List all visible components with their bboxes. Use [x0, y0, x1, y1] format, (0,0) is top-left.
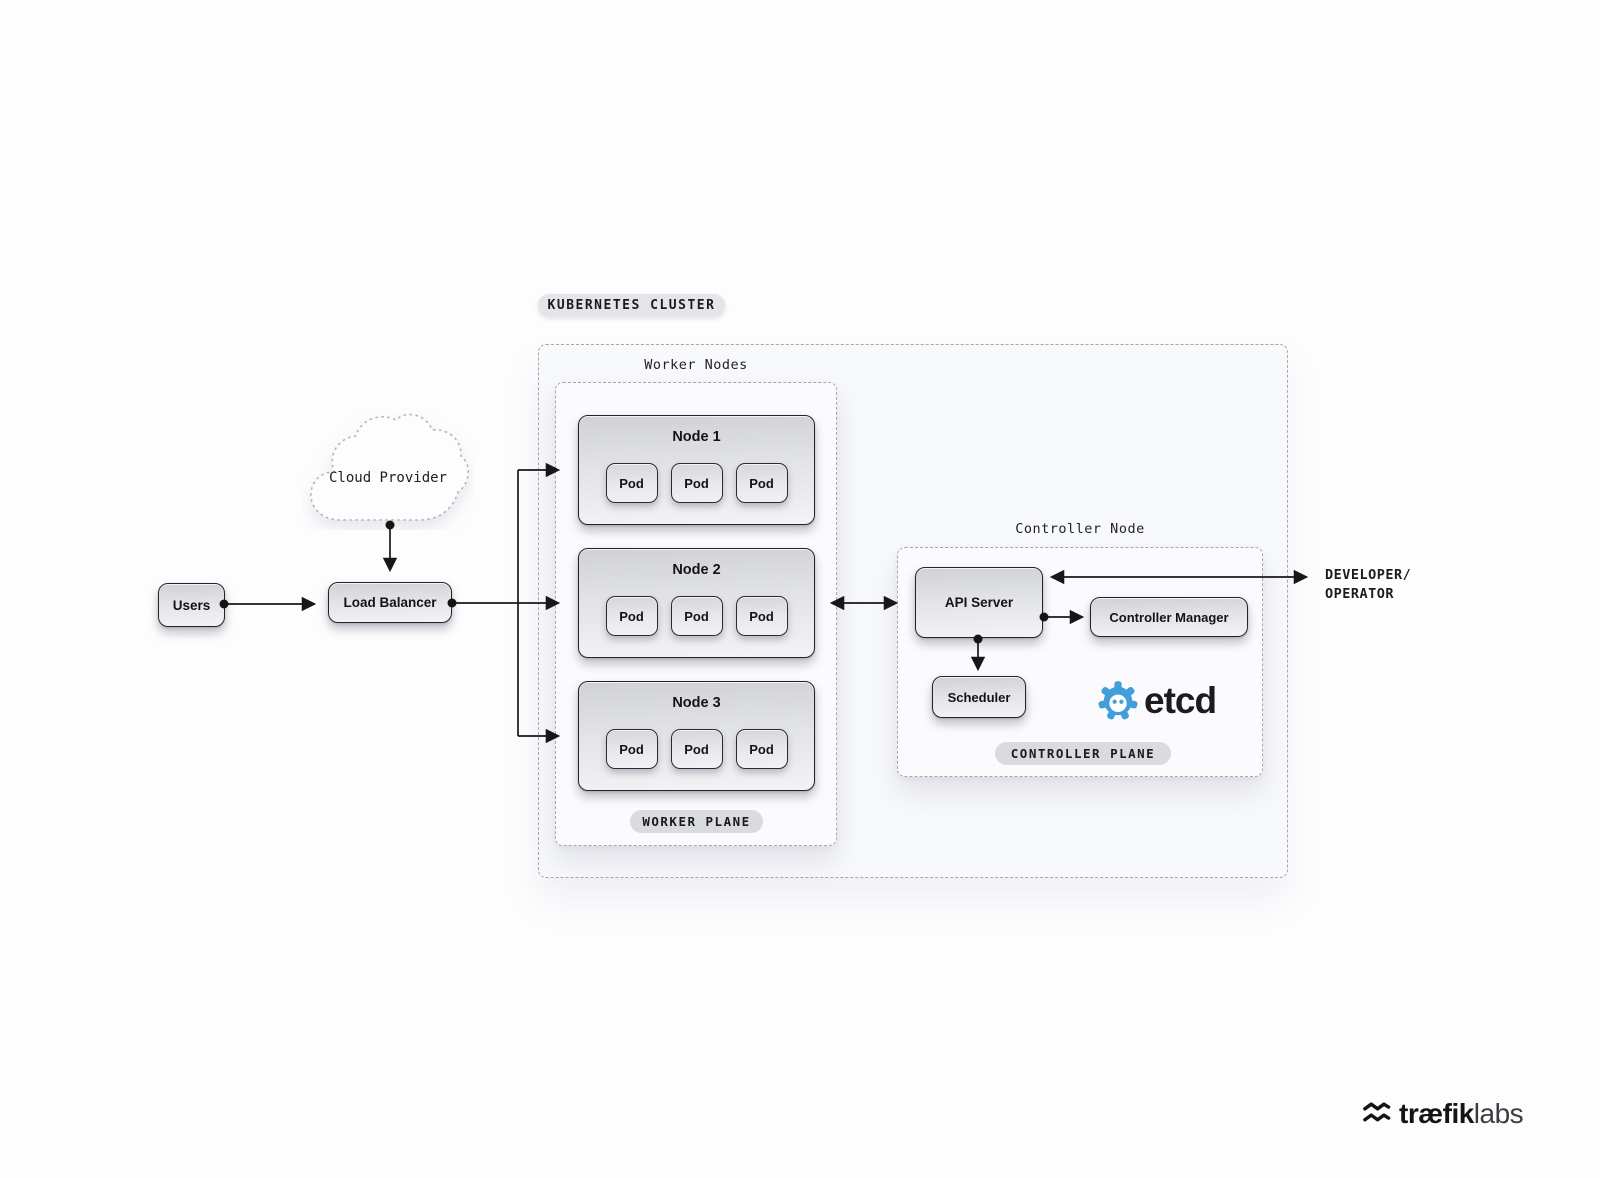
cloud-provider: Cloud Provider: [302, 408, 474, 530]
load-balancer-label: Load Balancer: [343, 595, 437, 610]
brand-name-bold: træfik: [1399, 1098, 1474, 1129]
worker-plane-badge: WORKER PLANE: [630, 810, 763, 833]
api-server-label: API Server: [944, 595, 1014, 610]
cloud-provider-label: Cloud Provider: [328, 470, 447, 486]
brand-name-light: labs: [1473, 1098, 1524, 1129]
developer-operator-label: DEVELOPER/ OPERATOR: [1325, 567, 1412, 602]
node-box-3: Node 3 Pod Pod Pod: [578, 681, 815, 791]
controller-manager-box: Controller Manager: [1090, 597, 1248, 637]
traefiklabs-logo: træfiklabs: [1362, 1098, 1524, 1130]
api-server-box: API Server: [915, 567, 1043, 638]
scheduler-label: Scheduler: [947, 689, 1011, 705]
pod-box: Pod: [670, 596, 723, 636]
etcd-logo: etcd: [1096, 679, 1217, 723]
pod-box: Pod: [605, 463, 658, 503]
pod-box: Pod: [670, 463, 723, 503]
pod-box: Pod: [735, 596, 788, 636]
controller-node-title: Controller Node: [1015, 521, 1145, 537]
load-balancer-box: Load Balancer: [328, 582, 452, 623]
pod-box: Pod: [735, 463, 788, 503]
pod-box: Pod: [670, 729, 723, 769]
pod-box: Pod: [605, 596, 658, 636]
cloud-icon: [310, 413, 469, 521]
node-box-2: Node 2 Pod Pod Pod: [578, 548, 815, 658]
node-1-label: Node 1: [672, 429, 721, 445]
kubernetes-cluster-badge: KUBERNETES CLUSTER: [538, 294, 725, 317]
node-2-label: Node 2: [672, 562, 721, 578]
users-label: Users: [172, 597, 211, 613]
users-box: Users: [158, 583, 225, 627]
node-box-1: Node 1 Pod Pod Pod: [578, 415, 815, 525]
etcd-gear-icon: [1098, 681, 1138, 720]
worker-nodes-title: Worker Nodes: [644, 357, 748, 373]
controller-plane-badge: CONTROLLER PLANE: [995, 742, 1171, 765]
scheduler-box: Scheduler: [932, 676, 1026, 718]
pod-box: Pod: [735, 729, 788, 769]
controller-manager-label: Controller Manager: [1109, 609, 1229, 625]
pod-box: Pod: [605, 729, 658, 769]
node-3-label: Node 3: [672, 695, 721, 711]
etcd-label: etcd: [1144, 680, 1217, 721]
traefik-mark-icon: [1363, 1102, 1391, 1122]
